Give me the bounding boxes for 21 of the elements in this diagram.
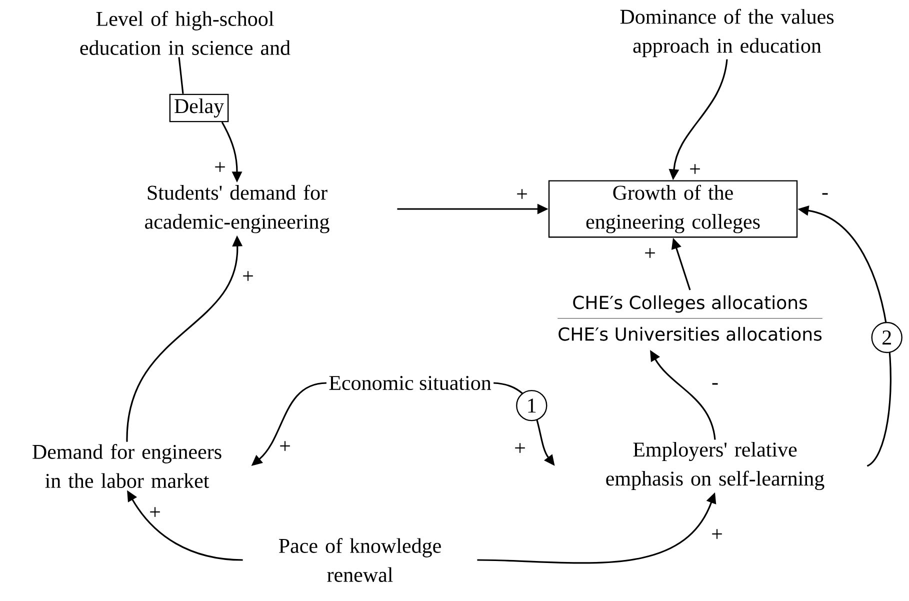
box: Growth of the engineering colleges <box>548 180 798 238</box>
ratio-text: CHE′s Colleges allocations CHE′s Universities allocations <box>557 295 823 341</box>
variable-text: Pace of knowledge renewal <box>278 538 441 582</box>
polarity-sign: - <box>712 383 718 385</box>
polarity-sign: + <box>243 271 253 281</box>
polarity-sign: + <box>280 441 290 451</box>
variable-text: Level of high-school education in science and <box>80 11 290 55</box>
polarity-sign: + <box>215 162 225 172</box>
polarity-sign: + <box>690 164 700 174</box>
polarity-sign: + <box>150 507 160 517</box>
variable-text: Demand for engineers in the labor market <box>32 444 222 488</box>
variable-text: Employers' relative emphasis on self-learning <box>606 442 824 490</box>
polarity-sign: + <box>515 443 525 453</box>
variable-text: Students' demand for academic-engineering <box>145 184 330 234</box>
polarity-sign: + <box>645 248 655 258</box>
polarity-sign: + <box>712 529 722 539</box>
polarity-sign: + <box>517 189 527 199</box>
box: Delay <box>169 94 229 122</box>
variable-text: Dominance of the values approach in education <box>620 8 834 58</box>
variable-text: Economic situation <box>329 376 492 390</box>
polarity-sign: - <box>822 193 828 195</box>
